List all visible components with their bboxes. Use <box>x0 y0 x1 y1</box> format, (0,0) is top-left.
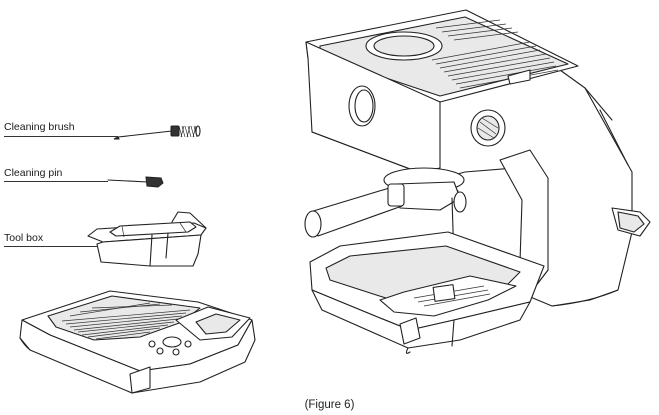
cleaning-pin-illustration <box>108 177 163 187</box>
tool-box-illustration <box>88 212 206 266</box>
cleaning-brush-leader <box>4 136 118 137</box>
cleaning-brush-label: Cleaning brush <box>4 121 75 133</box>
cleaning-pin-leader <box>4 181 108 182</box>
tool-box-label: Tool box <box>4 232 43 244</box>
drip-tray-illustration <box>20 291 255 393</box>
tool-box-leader <box>4 246 97 247</box>
espresso-machine-illustration <box>305 10 650 353</box>
cleaning-brush-illustration <box>114 126 200 139</box>
figure-caption: (Figure 6) <box>0 399 659 411</box>
cleaning-pin-label: Cleaning pin <box>4 167 62 179</box>
